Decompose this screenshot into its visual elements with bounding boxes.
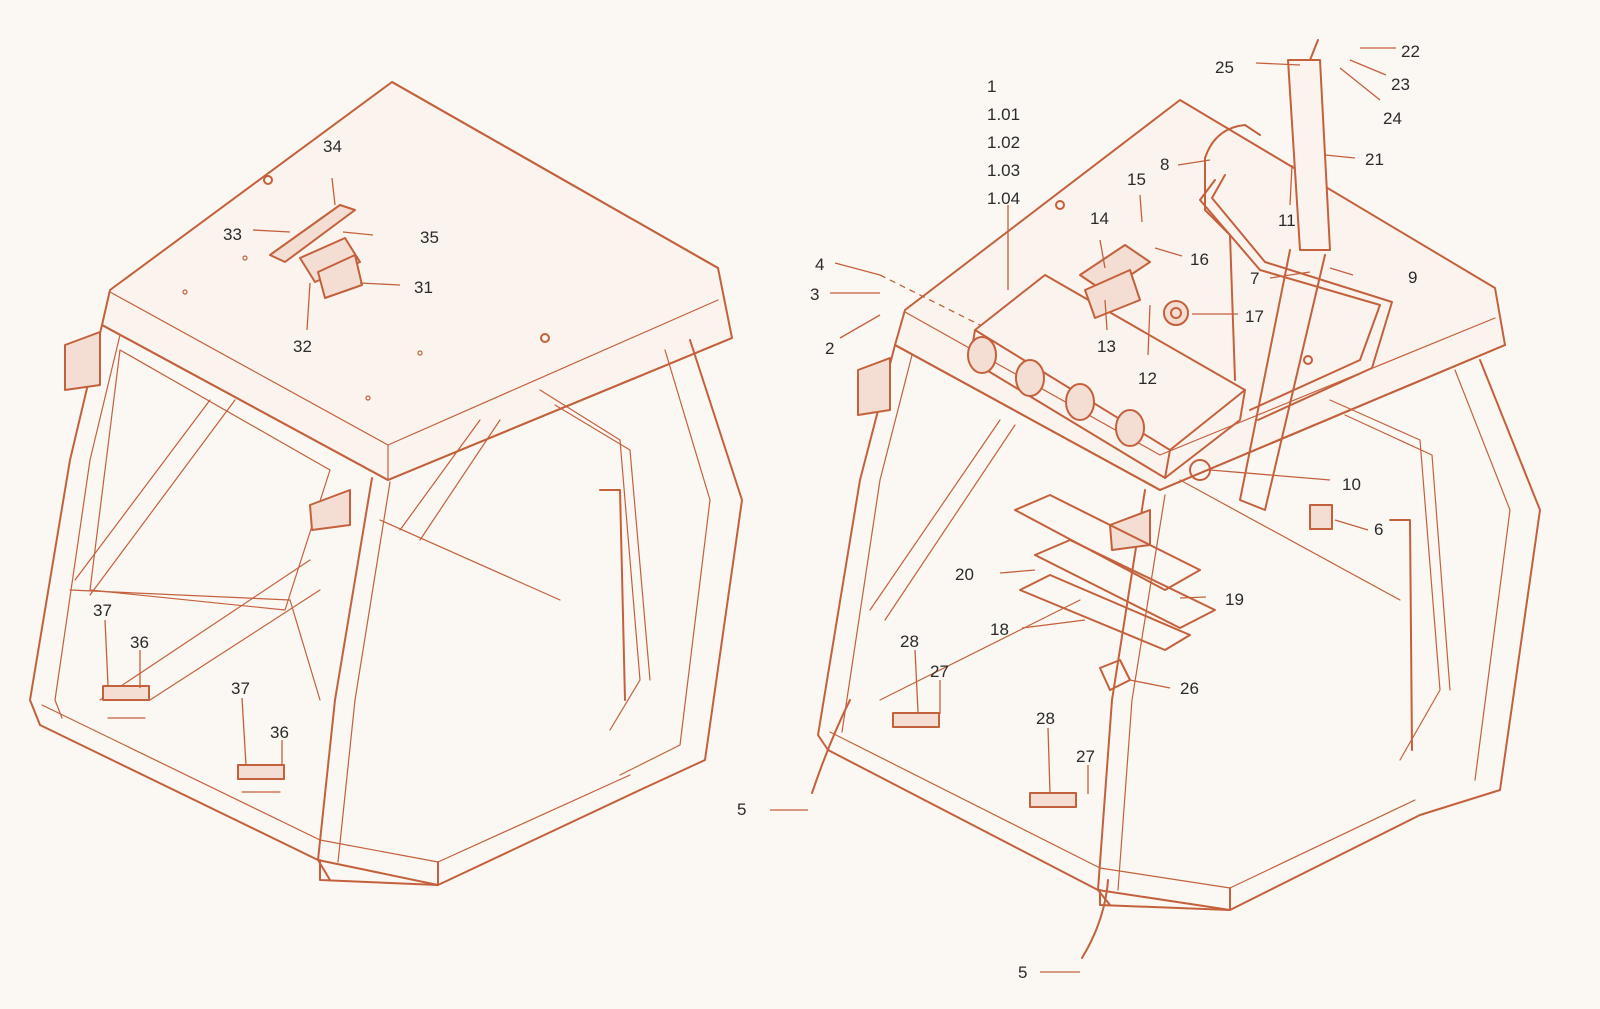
- heater-blower-unit: [967, 244, 1246, 479]
- label-28a: 28: [900, 632, 919, 651]
- floor-panels: [1014, 494, 1216, 691]
- label-34: 34: [323, 137, 342, 156]
- part-labels: 34 33 35 31 32 37 36 37 36 1 1.01 1.02 1…: [93, 42, 1420, 982]
- label-1-01: 1.01: [987, 105, 1020, 124]
- left-hatch-parts: [269, 204, 363, 299]
- label-22: 22: [1401, 42, 1420, 61]
- label-37b: 37: [231, 679, 250, 698]
- label-19: 19: [1225, 590, 1244, 609]
- label-32: 32: [293, 337, 312, 356]
- label-5b: 5: [1018, 963, 1027, 982]
- label-5a: 5: [737, 800, 746, 819]
- label-3: 3: [810, 285, 819, 304]
- label-18: 18: [990, 620, 1009, 639]
- label-12: 12: [1138, 369, 1157, 388]
- label-1: 1: [987, 77, 996, 96]
- label-10: 10: [1342, 475, 1361, 494]
- label-35: 35: [420, 228, 439, 247]
- label-21: 21: [1365, 150, 1384, 169]
- label-16: 16: [1190, 250, 1209, 269]
- pipes-and-bars: [1189, 39, 1393, 530]
- label-36b: 36: [270, 723, 289, 742]
- right-cab-frame: [811, 99, 1541, 959]
- label-36a: 36: [130, 633, 149, 652]
- label-27b: 27: [1076, 747, 1095, 766]
- label-37a: 37: [93, 601, 112, 620]
- label-20: 20: [955, 565, 974, 584]
- label-8: 8: [1160, 155, 1169, 174]
- label-7: 7: [1250, 269, 1259, 288]
- label-23: 23: [1391, 75, 1410, 94]
- label-31: 31: [414, 278, 433, 297]
- label-15: 15: [1127, 170, 1146, 189]
- label-33: 33: [223, 225, 242, 244]
- label-14: 14: [1090, 209, 1109, 228]
- label-2: 2: [825, 339, 834, 358]
- label-26: 26: [1180, 679, 1199, 698]
- label-6: 6: [1374, 520, 1383, 539]
- label-27a: 27: [930, 662, 949, 681]
- leader-lines: [104, 47, 1396, 973]
- label-1-02: 1.02: [987, 133, 1020, 152]
- label-25: 25: [1215, 58, 1234, 77]
- label-9: 9: [1408, 268, 1417, 287]
- label-1-04: 1.04: [987, 189, 1020, 208]
- label-4: 4: [815, 255, 824, 274]
- label-13: 13: [1097, 337, 1116, 356]
- label-11: 11: [1278, 211, 1296, 230]
- label-1-03: 1.03: [987, 161, 1020, 180]
- label-17: 17: [1245, 307, 1264, 326]
- label-24: 24: [1383, 109, 1402, 128]
- left-cab-frame: [29, 81, 743, 886]
- label-28b: 28: [1036, 709, 1055, 728]
